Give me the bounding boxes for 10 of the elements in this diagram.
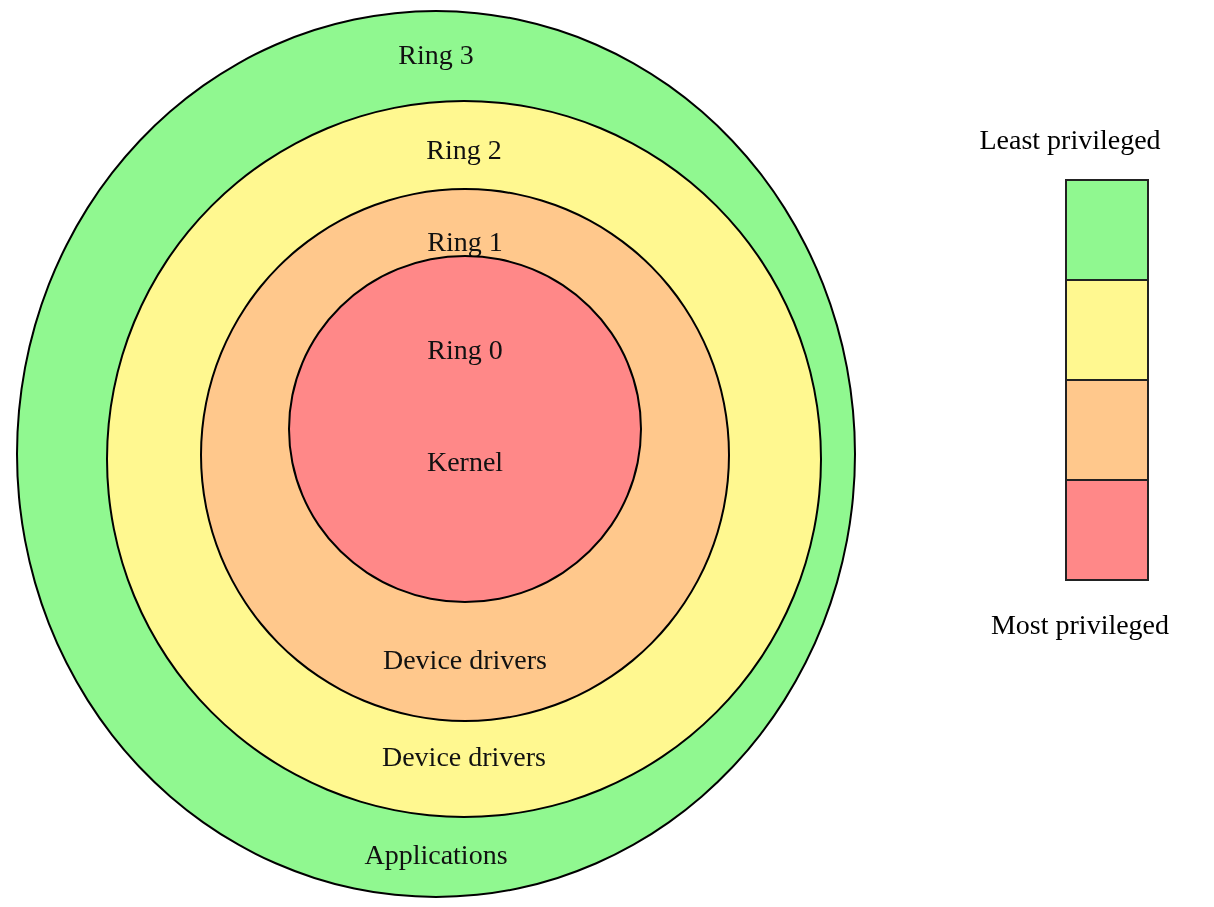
ring-title: Ring 1: [427, 225, 503, 259]
ring-title: Ring 0: [427, 333, 503, 367]
ring-label: Kernel: [426, 445, 504, 479]
scale-label: Least privileged: [979, 123, 1161, 157]
ring-label: Device drivers: [381, 740, 546, 774]
ring-label: Device drivers: [382, 643, 547, 677]
ring-title: Ring 3: [398, 38, 474, 72]
ring-label: Applications: [364, 838, 508, 872]
ring-title: Ring 2: [426, 133, 502, 167]
scale-label: Most privileged: [990, 608, 1170, 642]
